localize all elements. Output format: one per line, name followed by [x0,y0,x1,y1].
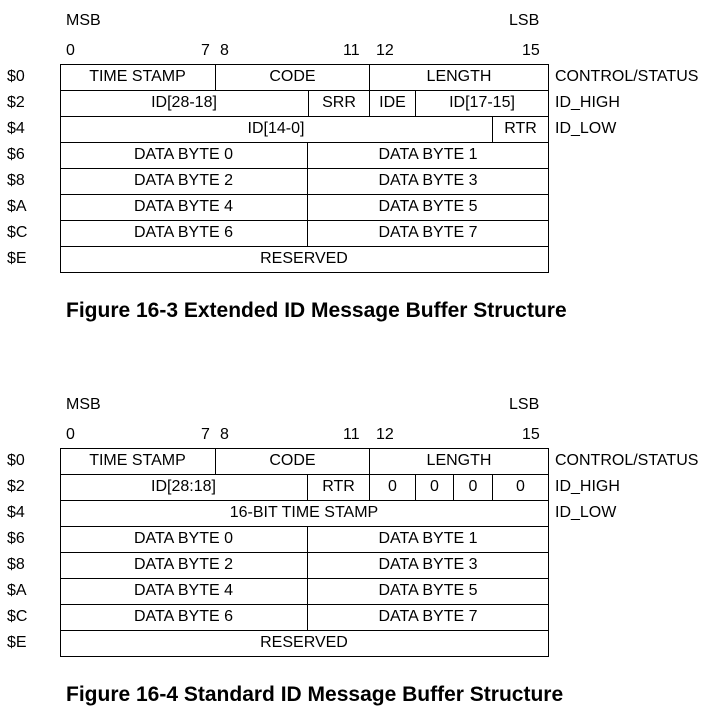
address-label: $C [7,224,28,241]
bit-15-label: 15 [522,426,540,443]
field-data-byte: DATA BYTE 7 [378,224,478,241]
address-label: $6 [7,530,25,547]
field-reserved: RESERVED [260,634,348,651]
field-data-byte: DATA BYTE 6 [134,608,233,625]
message-buffer-grid: TIME STAMP CODE LENGTH ID[28-18] SRR IDE… [60,64,549,273]
address-label: $A [7,582,27,599]
field-data-byte: DATA BYTE 1 [378,530,478,547]
field-data-byte: DATA BYTE 3 [378,172,478,189]
field-zero-bit: 0 [516,478,525,495]
address-label: $2 [7,94,25,111]
field-rtr: RTR [322,478,355,495]
register-label-id-high: ID_HIGH [555,478,620,495]
address-label: $8 [7,556,25,573]
register-label-id-low: ID_LOW [555,120,617,137]
field-id-28-18: ID[28-18] [151,94,217,111]
field-data-byte: DATA BYTE 5 [378,198,478,215]
bit-7-label: 7 [201,426,210,443]
address-label: $E [7,634,27,651]
field-data-byte: DATA BYTE 4 [134,582,233,599]
field-data-byte: DATA BYTE 0 [134,530,233,547]
field-zero-bit: 0 [388,478,397,495]
address-label: $4 [7,120,25,137]
field-data-byte: DATA BYTE 7 [378,608,478,625]
bit-15-label: 15 [522,42,540,59]
field-rtr: RTR [504,120,537,137]
field-data-byte: DATA BYTE 4 [134,198,233,215]
field-data-byte: DATA BYTE 6 [134,224,233,241]
lsb-label: LSB [509,12,540,29]
field-data-byte: DATA BYTE 2 [134,556,233,573]
register-label-id-low: ID_LOW [555,504,617,521]
field-code: CODE [269,452,316,469]
msb-label: MSB [66,396,101,413]
field-id-28-18: ID[28:18] [151,478,216,495]
field-time-stamp: TIME STAMP [89,452,186,469]
address-label: $E [7,250,27,267]
msb-label: MSB [66,12,101,29]
field-reserved: RESERVED [260,250,348,267]
field-srr: SRR [322,94,356,111]
bit-0-label: 0 [66,426,75,443]
field-ide: IDE [379,94,406,111]
address-label: $0 [7,452,25,469]
bit-8-label: 8 [220,426,229,443]
bit-8-label: 8 [220,42,229,59]
register-label-control-status: CONTROL/STATUS [555,452,699,469]
field-time-stamp: TIME STAMP [89,68,186,85]
field-data-byte: DATA BYTE 5 [378,582,478,599]
field-length: LENGTH [426,68,492,85]
field-id-14-0: ID[14-0] [247,120,305,137]
bit-11-label: 11 [343,42,360,59]
message-buffer-grid: TIME STAMP CODE LENGTH ID[28:18] RTR 0 0… [60,448,549,657]
address-label: $6 [7,146,25,163]
register-label-control-status: CONTROL/STATUS [555,68,699,85]
address-label: $C [7,608,28,625]
lsb-label: LSB [509,396,540,413]
address-label: $A [7,198,27,215]
figure-caption: Figure 16-4 Standard ID Message Buffer S… [66,683,564,706]
field-zero-bit: 0 [430,478,439,495]
field-zero-bit: 0 [468,478,478,495]
bit-0-label: 0 [66,42,75,59]
field-data-byte: DATA BYTE 2 [134,172,233,189]
field-16-bit-time-stamp: 16-BIT TIME STAMP [229,504,379,521]
bit-12-label: 12 [376,42,394,59]
bit-7-label: 7 [201,42,210,59]
field-id-17-15: ID[17-15] [449,94,515,111]
bit-11-label: 11 [343,426,360,443]
register-label-id-high: ID_HIGH [555,94,620,111]
figure-caption: Figure 16-3 Extended ID Message Buffer S… [66,299,567,322]
field-length: LENGTH [426,452,492,469]
field-data-byte: DATA BYTE 3 [378,556,478,573]
field-data-byte: DATA BYTE 0 [134,146,233,163]
address-label: $2 [7,478,25,495]
bit-12-label: 12 [376,426,394,443]
address-label: $0 [7,68,25,85]
field-code: CODE [269,68,316,85]
address-label: $4 [7,504,25,521]
address-label: $8 [7,172,25,189]
field-data-byte: DATA BYTE 1 [378,146,478,163]
